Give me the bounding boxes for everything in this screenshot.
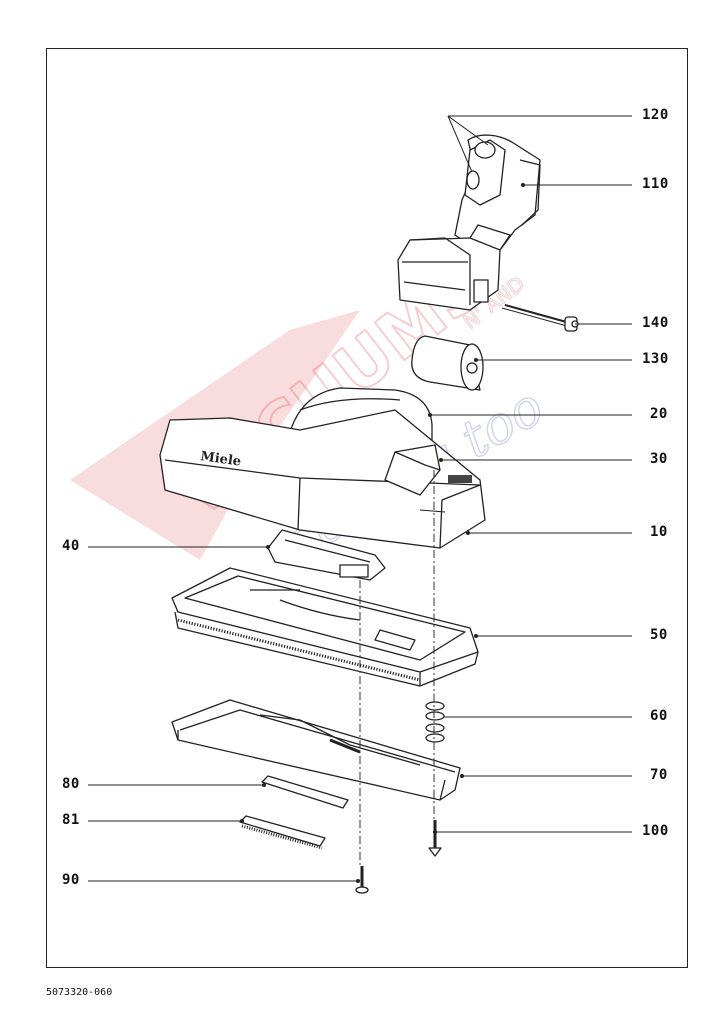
label-part-110: 110 <box>642 176 669 192</box>
label-part-140: 140 <box>642 315 669 331</box>
part-100-screw <box>428 820 442 857</box>
label-part-10: 10 <box>650 524 668 540</box>
leader-lines <box>88 115 632 882</box>
part-80-thread-guard <box>261 775 349 809</box>
part-70-sole-plate <box>171 699 461 801</box>
leader-dots <box>240 183 525 883</box>
part-140-axle-pin <box>501 304 579 332</box>
label-part-60: 60 <box>650 708 668 724</box>
part-110-swivel-neck <box>397 134 541 311</box>
label-part-80: 80 <box>62 776 80 792</box>
part-30-pedal <box>384 444 441 496</box>
part-90-screw <box>355 866 369 894</box>
part-60-springs <box>425 701 445 743</box>
label-part-70: 70 <box>650 767 668 783</box>
part-81-brush-strip <box>239 815 326 850</box>
label-part-40: 40 <box>62 538 80 554</box>
part-40-valve <box>267 529 386 581</box>
label-part-81: 81 <box>62 812 80 828</box>
part-10-main-housing: Miele <box>159 409 486 549</box>
assembly-axis-lines <box>359 470 435 866</box>
part-50-base-plate <box>171 567 479 687</box>
drawing-frame <box>46 48 688 968</box>
label-part-90: 90 <box>62 872 80 888</box>
part-130-roller <box>411 335 484 391</box>
label-part-120: 120 <box>642 107 669 123</box>
label-part-130: 130 <box>642 351 669 367</box>
label-part-20: 20 <box>650 406 668 422</box>
label-part-100: 100 <box>642 823 669 839</box>
label-part-50: 50 <box>650 627 668 643</box>
label-part-30: 30 <box>650 451 668 467</box>
document-number: 5073320-060 <box>46 987 113 998</box>
housing-brand-text: Miele <box>199 449 242 470</box>
